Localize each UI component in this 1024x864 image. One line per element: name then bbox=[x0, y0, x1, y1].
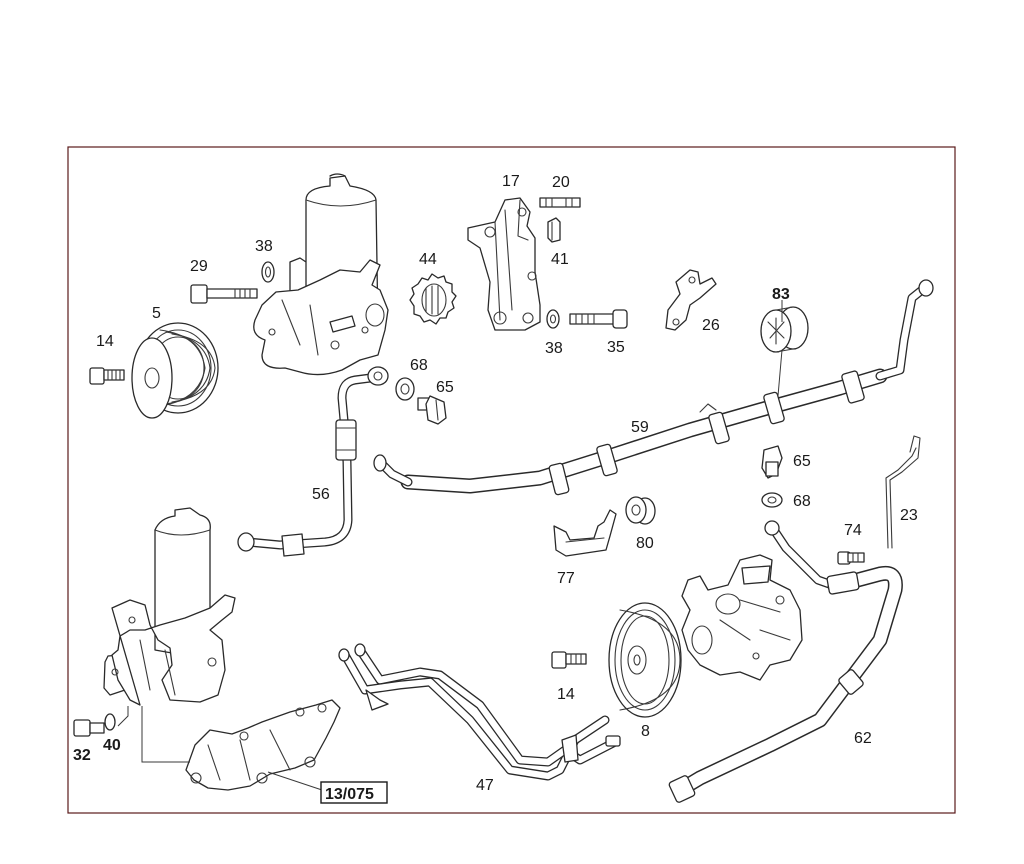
label-part-44: 44 bbox=[419, 251, 437, 268]
bracket-ref-13-075 bbox=[185, 699, 341, 791]
bolt-part-14-bottom bbox=[551, 651, 587, 669]
label-part-26: 26 bbox=[702, 317, 720, 334]
reference-box-13-075 bbox=[320, 781, 388, 804]
line-part-47 bbox=[338, 643, 621, 781]
pulley-part-8 bbox=[608, 602, 682, 718]
label-part-65-right: 65 bbox=[793, 453, 811, 470]
label-part-80: 80 bbox=[636, 535, 654, 552]
label-part-77: 77 bbox=[557, 570, 575, 587]
bracket-part-26 bbox=[665, 269, 717, 331]
bolt-part-29 bbox=[190, 284, 258, 304]
pump-bottom-right bbox=[681, 554, 803, 681]
label-part-14-bottom: 14 bbox=[557, 686, 575, 703]
label-part-59: 59 bbox=[631, 419, 649, 436]
label-part-29: 29 bbox=[190, 258, 208, 275]
washer-part-40 bbox=[104, 713, 116, 731]
holder-part-23 bbox=[885, 435, 921, 549]
label-part-8: 8 bbox=[641, 723, 650, 740]
label-part-35: 35 bbox=[607, 339, 625, 356]
sealing-ring-part-68-left bbox=[395, 377, 415, 401]
label-part-74: 74 bbox=[844, 522, 862, 539]
pump-with-reservoir-top bbox=[253, 173, 389, 376]
clip-part-77 bbox=[553, 509, 617, 557]
washer-part-38-top bbox=[261, 261, 275, 283]
hose-part-59 bbox=[373, 279, 934, 496]
label-part-62: 62 bbox=[854, 730, 872, 747]
pulley-part-5 bbox=[131, 322, 219, 419]
return-hose-part-62 bbox=[668, 520, 903, 803]
bracket-part-17 bbox=[467, 197, 541, 331]
pump-with-reservoir-bottom-left bbox=[103, 507, 236, 706]
label-part-40: 40 bbox=[103, 737, 121, 754]
stud-part-20 bbox=[539, 197, 581, 208]
label-reference-13-075: 13/075 bbox=[325, 786, 374, 803]
label-part-68-left: 68 bbox=[410, 357, 428, 374]
banjo-bolt-part-65-right bbox=[761, 445, 783, 479]
label-part-20: 20 bbox=[552, 174, 570, 191]
label-part-38-top: 38 bbox=[255, 238, 273, 255]
part-number-labels: 5 14 29 38 44 17 20 41 38 35 26 83 68 65… bbox=[73, 173, 918, 803]
gear-part-44 bbox=[409, 273, 457, 325]
bolt-part-14-top bbox=[89, 367, 125, 385]
label-part-14-top: 14 bbox=[96, 333, 114, 350]
washer-part-38-middle bbox=[546, 309, 560, 329]
label-part-68-right: 68 bbox=[793, 493, 811, 510]
label-part-56: 56 bbox=[312, 486, 330, 503]
label-part-32: 32 bbox=[73, 747, 91, 764]
diagram-frame bbox=[67, 146, 956, 814]
banjo-bolt-part-65-left bbox=[417, 395, 447, 425]
bolt-part-32 bbox=[73, 719, 105, 737]
label-part-23: 23 bbox=[900, 507, 918, 524]
label-part-5: 5 bbox=[152, 305, 161, 322]
rubber-mount-part-83 bbox=[760, 306, 809, 353]
nut-part-41 bbox=[547, 217, 561, 243]
label-part-38-middle: 38 bbox=[545, 340, 563, 357]
label-part-41: 41 bbox=[551, 251, 569, 268]
bolt-part-35 bbox=[569, 309, 628, 329]
label-part-65-left: 65 bbox=[436, 379, 454, 396]
label-part-17: 17 bbox=[502, 173, 520, 190]
sealing-ring-part-68-right bbox=[761, 492, 783, 508]
bush-part-80 bbox=[625, 496, 656, 525]
leader-lines bbox=[117, 300, 783, 791]
label-part-83: 83 bbox=[772, 286, 790, 303]
label-part-47: 47 bbox=[476, 777, 494, 794]
bolt-part-74 bbox=[837, 551, 865, 565]
pressure-line-part-56 bbox=[237, 366, 389, 557]
